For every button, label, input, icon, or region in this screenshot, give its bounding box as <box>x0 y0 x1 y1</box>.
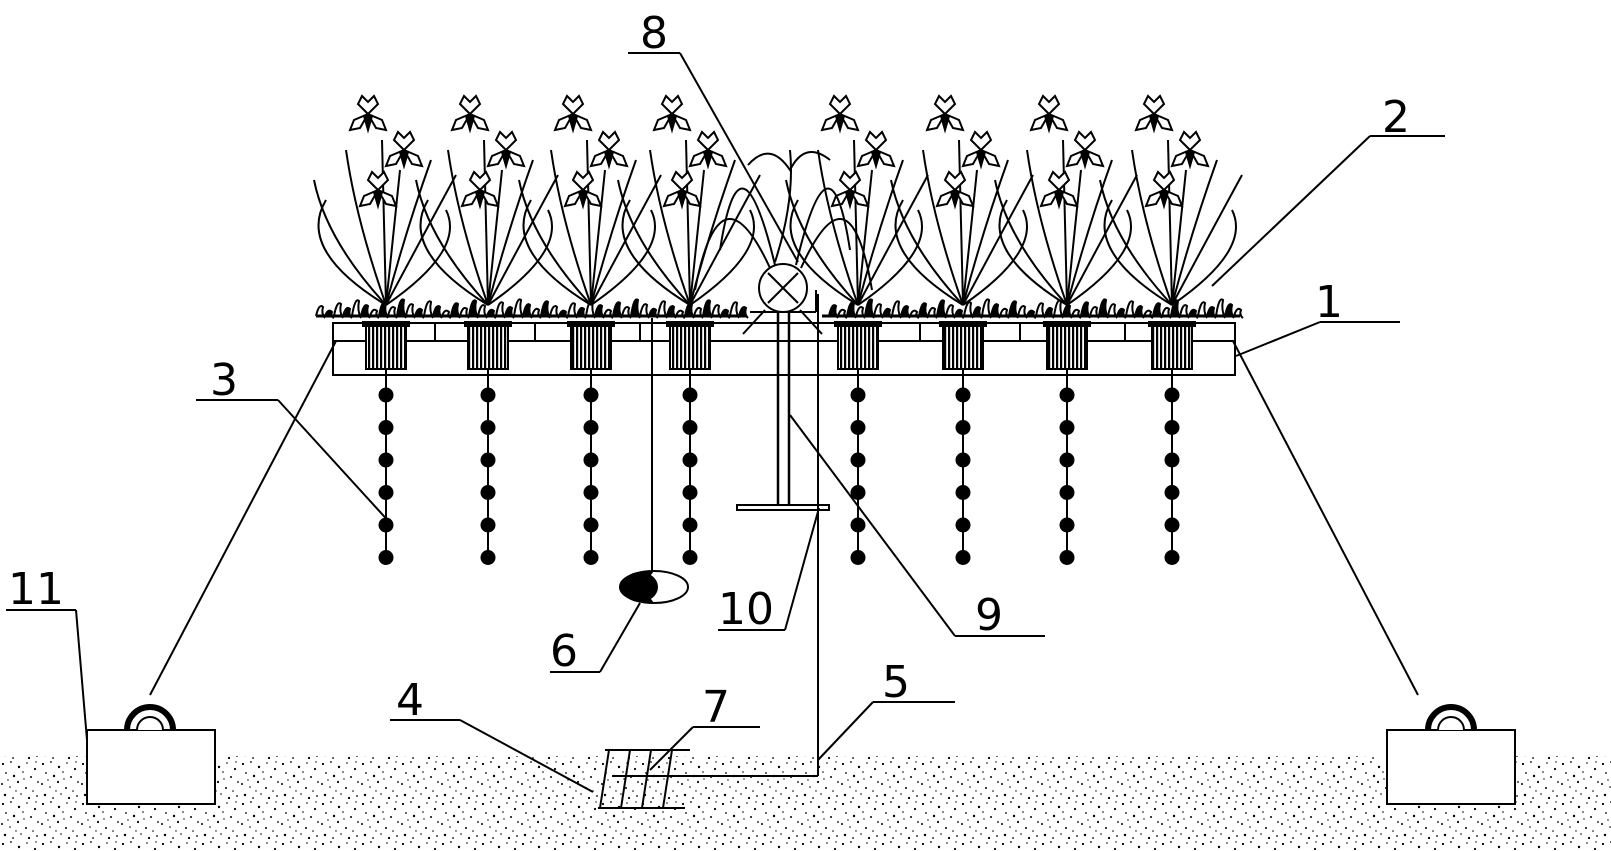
label-10: 10 <box>718 584 774 635</box>
iris-flower <box>1134 94 1174 134</box>
label-8: 8 <box>640 8 668 59</box>
iris-flower <box>830 170 870 210</box>
iris-plants <box>313 94 1243 306</box>
planting-basket <box>464 321 512 370</box>
planting-basket <box>1043 321 1091 370</box>
iris-flower <box>563 170 603 210</box>
iris-plant <box>415 94 559 306</box>
planting-basket <box>362 321 410 370</box>
aerator-head <box>742 263 823 335</box>
iris-flower <box>348 94 388 134</box>
seabed-grid <box>598 749 690 809</box>
ground-cover-plants <box>315 298 1244 319</box>
iris-plant <box>617 94 761 306</box>
iris-plant <box>890 94 1034 306</box>
iris-flower <box>688 130 728 170</box>
iris-flower <box>589 130 629 170</box>
anchor-block-right <box>1386 704 1516 805</box>
mooring-lines <box>149 340 1419 696</box>
support-pipe <box>776 312 791 506</box>
iris-flower <box>662 170 702 210</box>
root-bead-string <box>682 369 698 565</box>
root-bead-string <box>1059 369 1075 565</box>
label-7: 7 <box>702 682 730 733</box>
iris-flower <box>856 130 896 170</box>
iris-flower <box>486 130 526 170</box>
iris-flower <box>1144 170 1184 210</box>
label-3: 3 <box>210 355 238 406</box>
label-9: 9 <box>975 590 1003 641</box>
label-5: 5 <box>882 657 910 708</box>
iris-flower <box>961 130 1001 170</box>
root-bead-string <box>480 369 496 565</box>
iris-flower <box>358 170 398 210</box>
planting-basket <box>1148 321 1196 370</box>
planting-basket <box>834 321 882 370</box>
iris-plant <box>785 94 929 306</box>
planting-baskets <box>362 321 1196 370</box>
iris-flower <box>820 94 860 134</box>
sensor-float <box>619 570 689 604</box>
planting-basket <box>666 321 714 370</box>
planting-basket <box>939 321 987 370</box>
seabed-sediment <box>0 756 1611 851</box>
label-4: 4 <box>396 675 424 726</box>
iris-flower <box>384 130 424 170</box>
leader-lines <box>6 52 1445 793</box>
iris-plant <box>313 94 457 306</box>
root-bead-string <box>1164 369 1180 565</box>
cross-plate <box>736 504 830 511</box>
iris-flower <box>1029 94 1069 134</box>
root-bead-string <box>850 369 866 565</box>
iris-flower <box>450 94 490 134</box>
label-6: 6 <box>550 626 578 677</box>
anchor-block-left <box>86 704 216 805</box>
root-bead-string <box>955 369 971 565</box>
iris-flower <box>460 170 500 210</box>
iris-flower <box>1039 170 1079 210</box>
label-1: 1 <box>1315 277 1343 328</box>
iris-flower <box>652 94 692 134</box>
iris-plant <box>518 94 662 306</box>
fountain-spray <box>694 149 873 291</box>
iris-flower <box>925 94 965 134</box>
label-11: 11 <box>8 564 64 615</box>
iris-flower <box>935 170 975 210</box>
root-bead-strings <box>378 369 1180 565</box>
root-bead-string <box>378 369 394 565</box>
root-bead-string <box>583 369 599 565</box>
label-2: 2 <box>1382 92 1410 143</box>
iris-flower <box>553 94 593 134</box>
planting-basket <box>567 321 615 370</box>
iris-plant <box>1099 94 1243 306</box>
iris-flower <box>1170 130 1210 170</box>
iris-flower <box>1065 130 1105 170</box>
iris-plant <box>994 94 1138 306</box>
